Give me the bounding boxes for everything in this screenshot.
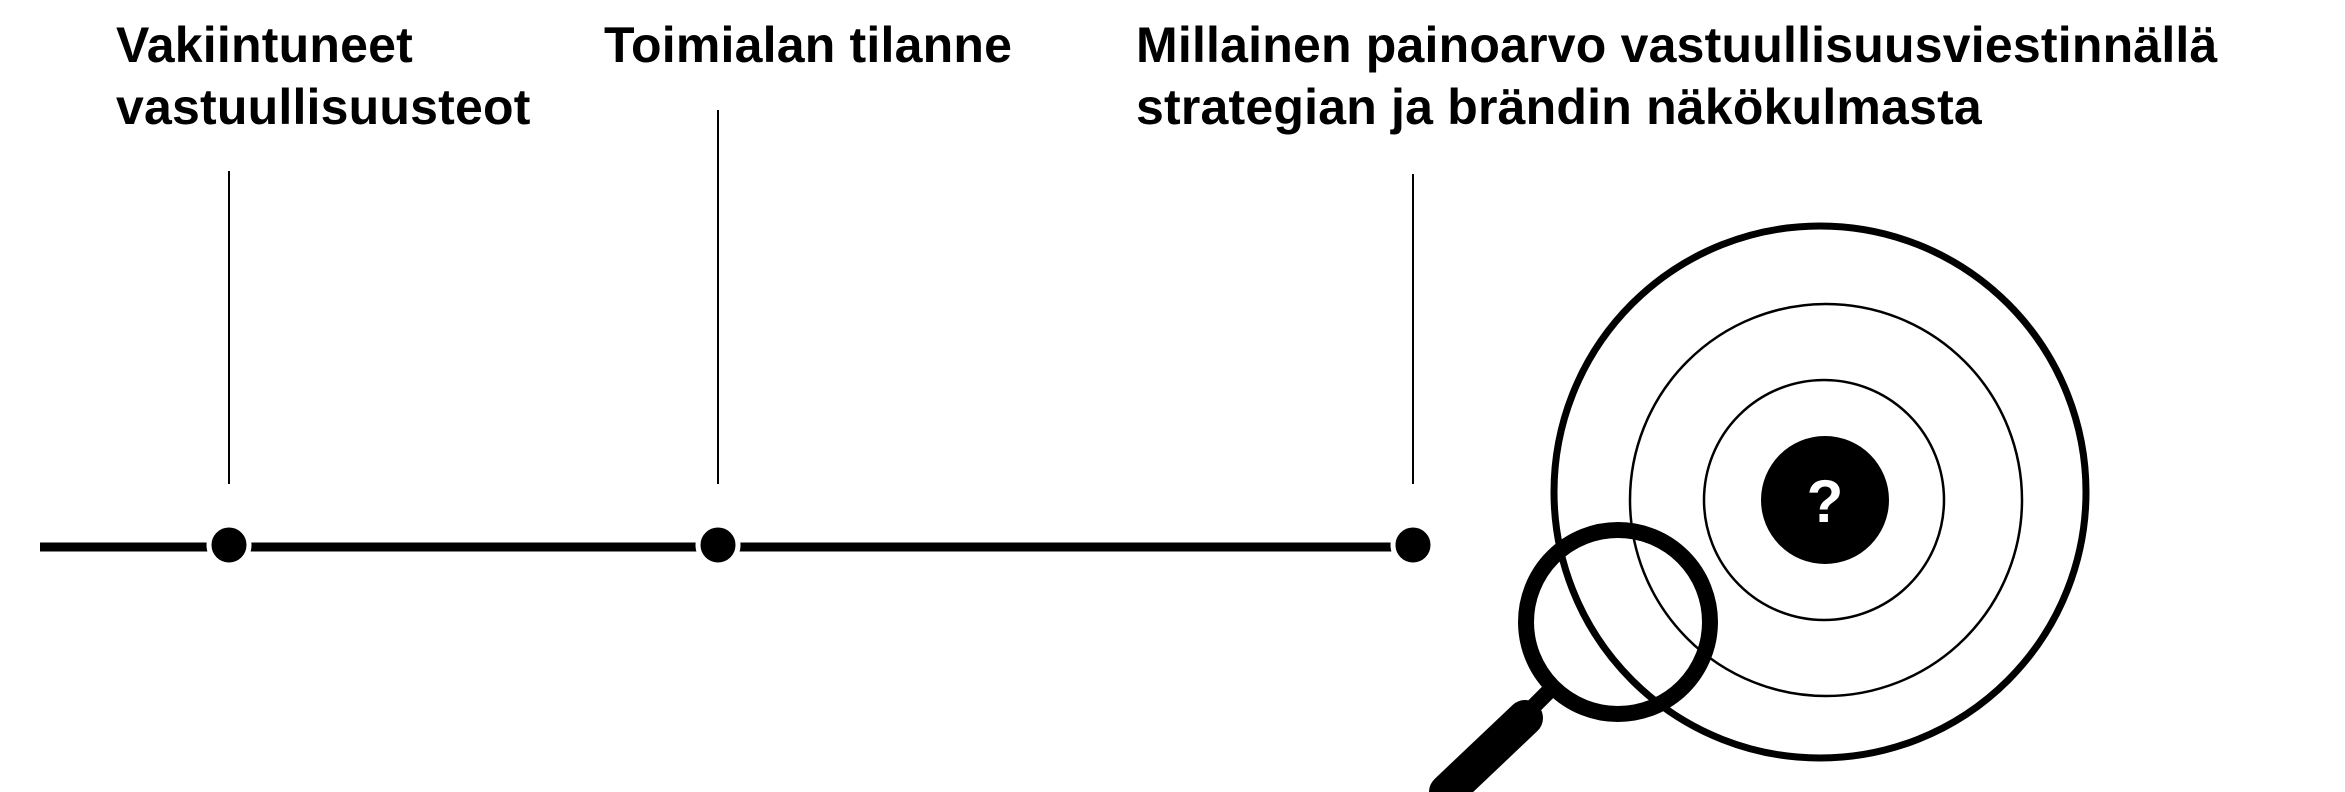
magnifier-handle [1429,700,1543,792]
milestone-label-established-actions: Vakiintuneet vastuullisuusteot [116,14,636,138]
magnifier-lens-rim [1518,522,1718,722]
milestone-label-line: vastuullisuusteot [116,79,531,135]
question-mark-icon [1761,436,1889,564]
target-rings-icon: ? [1550,222,2090,762]
milestone-label-line: Millainen painoarvo vastuullisuusviestin… [1136,17,2218,73]
milestone-label-industry-status: Toimialan tilanne [604,14,1124,76]
milestone-dot-1 [206,522,252,568]
milestone-label-line: Vakiintuneet [116,17,413,73]
target-ring-inner [1702,378,1946,622]
target-ring-middle [1628,302,2024,698]
milestone-label-line: Toimialan tilanne [604,17,1013,73]
milestone-dot-3 [1390,522,1436,568]
magnifying-glass-icon [1429,522,1718,792]
target-ring-outer [1550,222,2090,762]
question-mark-symbol: ? [1807,468,1844,535]
milestone-label-communication-weight: Millainen painoarvo vastuullisuusviestin… [1136,14,2336,138]
milestone-dot-2 [695,522,741,568]
milestone-label-line: strategian ja brändin näkökulmasta [1136,79,1982,135]
